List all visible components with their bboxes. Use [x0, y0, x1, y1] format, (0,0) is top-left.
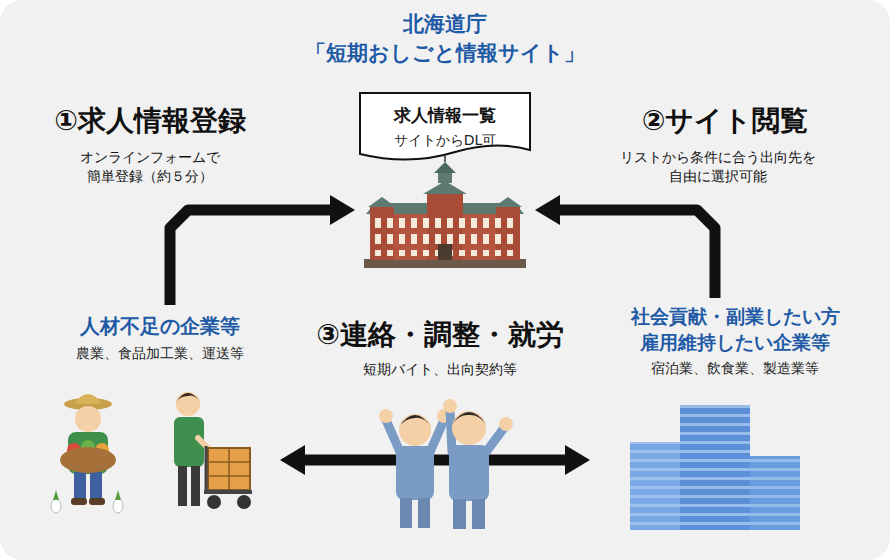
- node-body: 宿泊業、飲食業、製造業等: [600, 359, 870, 378]
- document-node: 求人情報一覧サイトからDL可: [355, 90, 535, 273]
- group-node: 社会貢献・副業したい方 雇用維持したい企業等宿泊業、飲食業、製造業等: [590, 298, 880, 535]
- flow-arrow: [560, 210, 715, 298]
- node-heading: 社会貢献・副業したい方 雇用維持したい企業等: [617, 304, 853, 355]
- workers-figure: [379, 399, 513, 529]
- step-heading: ②サイト閲覧: [600, 102, 850, 140]
- office-building: [630, 405, 800, 530]
- flow-arrow: [170, 210, 330, 305]
- group-node: 人材不足の企業等農業、食品加工業、運送等: [40, 305, 280, 535]
- document-outline: [355, 90, 535, 166]
- step-note: 短期バイト、出向契約等: [280, 360, 600, 379]
- step-heading: ①求人情報登録: [20, 102, 280, 140]
- diagram-title: 北海道庁 「短期おしごと情報サイト」: [280, 10, 610, 69]
- flow-arrow: [305, 455, 565, 466]
- step-heading: ③連絡・調整・就労: [280, 316, 600, 354]
- cart-worker-figure: [174, 392, 252, 509]
- node-heading: 求人情報一覧: [361, 104, 529, 127]
- node-body: 農業、食品加工業、運送等: [45, 344, 275, 363]
- step-note: オンラインフォームで 簡単登録（約５分）: [60, 148, 240, 186]
- step-note: リストから条件に合う出向先を 自由に選択可能: [605, 148, 830, 186]
- government-building: [364, 156, 526, 268]
- node-heading: 人材不足の企業等: [45, 313, 275, 340]
- farmer-figure: [51, 394, 123, 513]
- node-body: サイトからDL可: [361, 131, 529, 150]
